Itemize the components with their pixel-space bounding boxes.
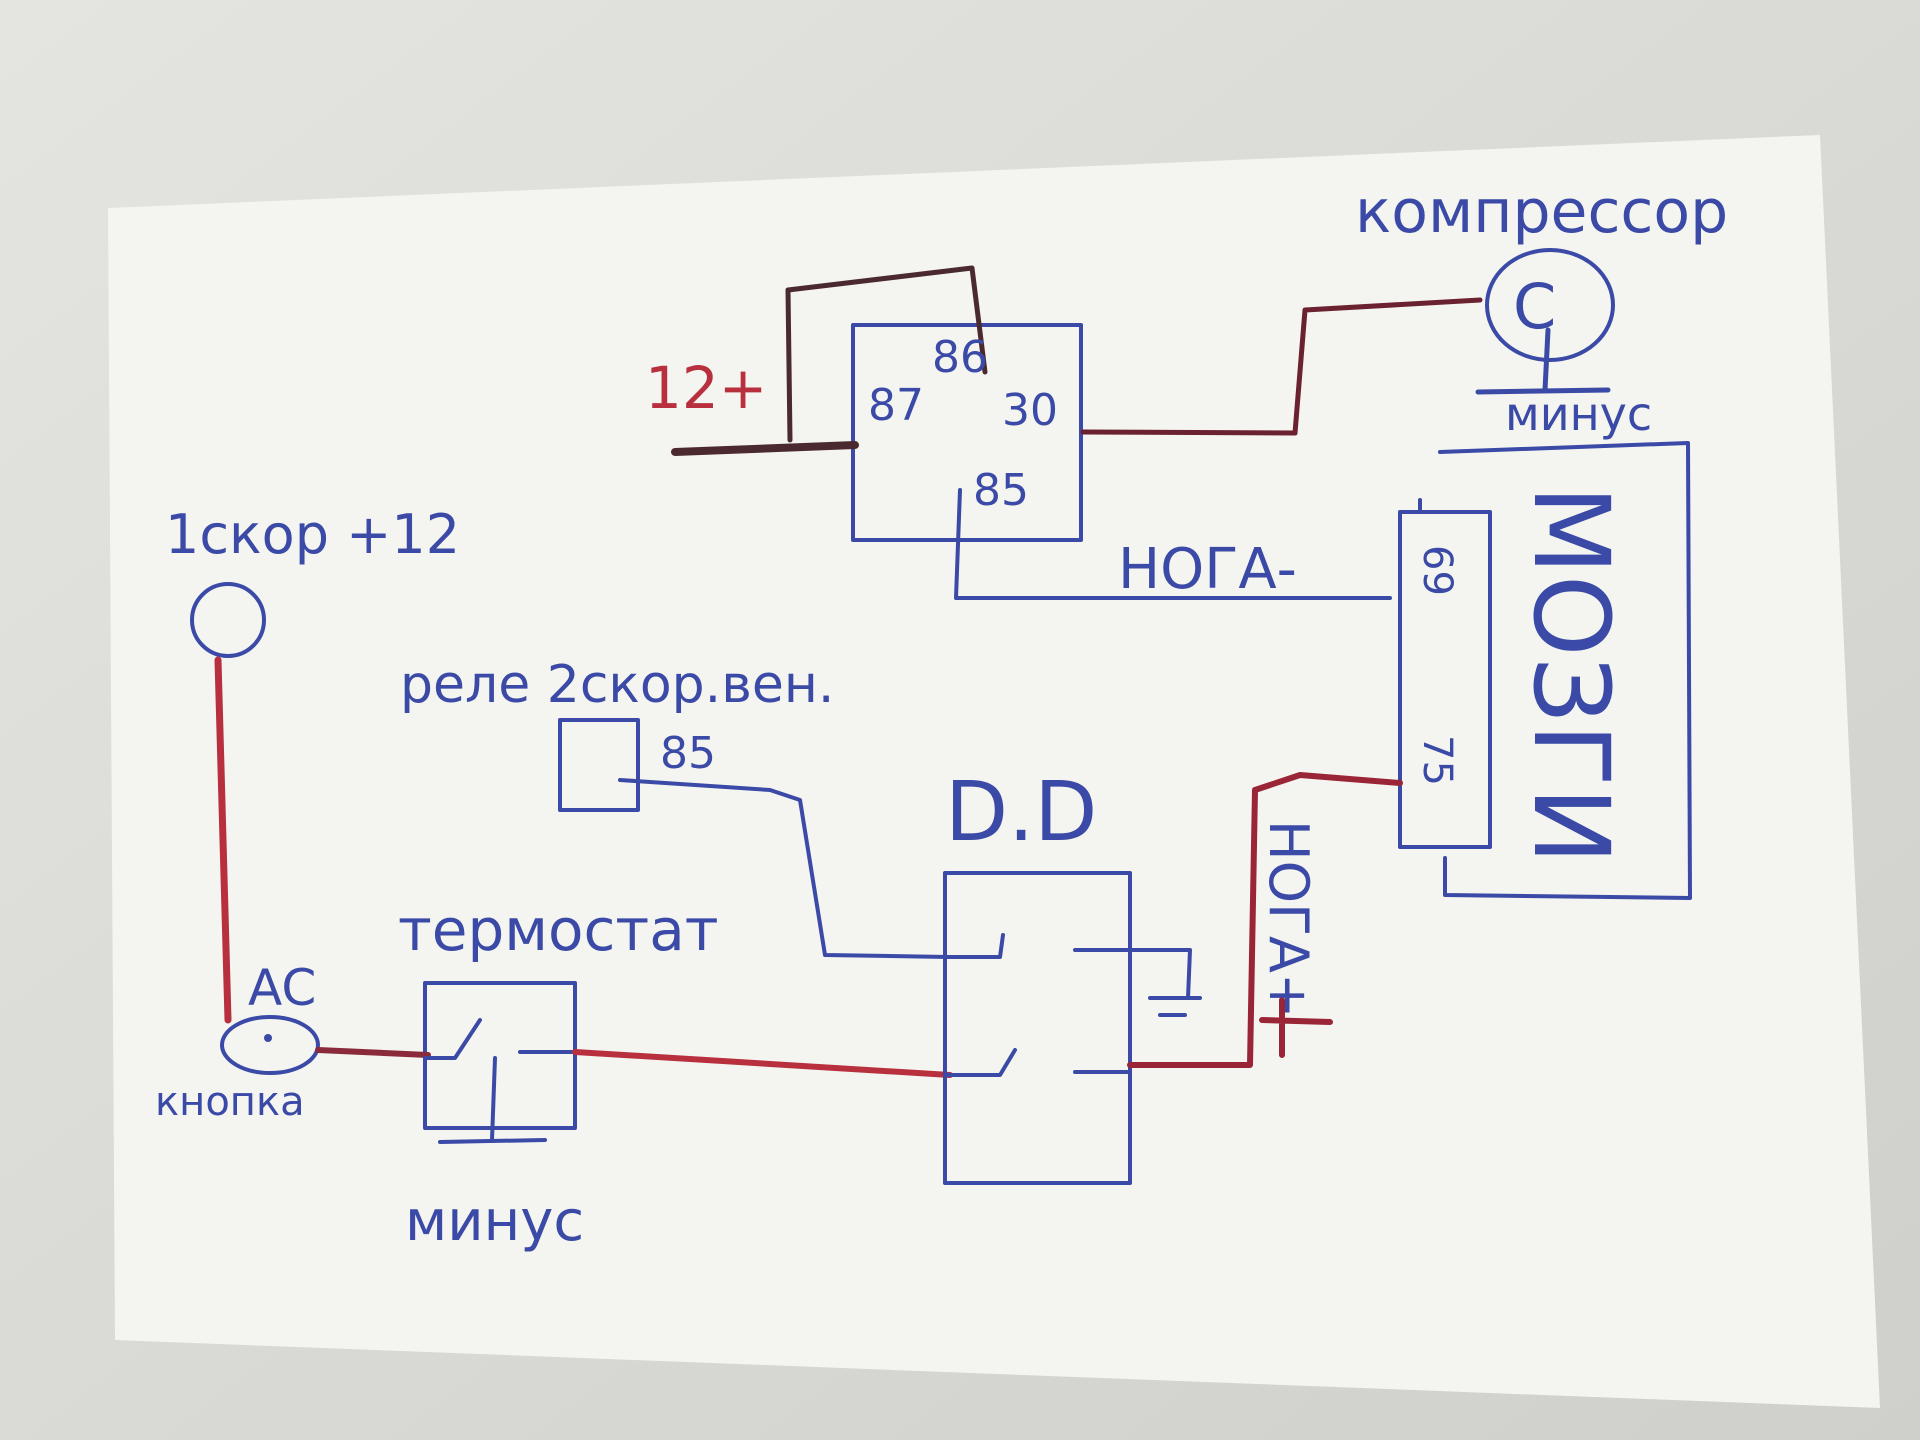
label-12v: 12+: [645, 354, 767, 422]
label-noga-plus: НОГА+: [1257, 820, 1320, 1018]
fan-speed1-terminal-icon: [190, 582, 266, 658]
wire-dd-to-ecu-75: [1127, 772, 1403, 1068]
label-relay-pin-87: 87: [868, 380, 924, 431]
label-knopka: кнопка: [155, 1079, 305, 1125]
ac-button-icon: [220, 1015, 320, 1075]
label-relay-pin-30: 30: [1002, 385, 1058, 436]
label-ecu-name: МОЗГИ: [1510, 485, 1632, 865]
wire-loop-87-86: [785, 265, 988, 443]
label-dd: D.D: [945, 765, 1097, 860]
pressure-switch-contact-upper-icon: [943, 933, 1132, 959]
ecu-connector: [1398, 510, 1492, 849]
label-relay-pin-86: 86: [932, 332, 988, 383]
label-thermostat: термостат: [398, 896, 719, 964]
relay2-box: [558, 718, 640, 812]
label-ac: AC: [248, 959, 316, 1017]
ac-button-dot-icon: [264, 1034, 272, 1042]
label-compressor-symbol: C: [1513, 270, 1556, 343]
label-minus-top: минус: [1505, 387, 1652, 441]
label-speed1-plus12: 1скор +12: [165, 503, 460, 566]
label-kompressor: компрессор: [1355, 177, 1728, 247]
pressure-switch-box: [943, 871, 1132, 1185]
label-relay2-speed: реле 2скор.вен.: [400, 655, 834, 715]
wire-thermostat-to-dd: [572, 1049, 953, 1078]
paper-card: [108, 135, 1880, 1408]
label-minus-bottom: минус: [405, 1189, 584, 1254]
thermostat-ground-icon: [438, 1138, 547, 1144]
label-ecu-pin-75: 75: [1414, 735, 1460, 786]
pressure-switch-ground-icon: [1128, 948, 1202, 1017]
pressure-switch-contact-lower-icon: [943, 1048, 1132, 1077]
thermostat-switch-icon: [423, 1018, 577, 1142]
wire-85-to-ecu: [954, 488, 1392, 600]
wire-ac-to-thermostat: [315, 1047, 431, 1058]
compressor-icon: [1485, 248, 1615, 362]
label-relay2-pin-85: 85: [660, 728, 716, 779]
wire-30-to-compressor: [1080, 297, 1483, 436]
wire-12v-feed: [671, 441, 859, 456]
wire-relay2-85-to-dd: [618, 778, 950, 959]
label-noga-minus: НОГА-: [1118, 537, 1297, 602]
wire-plus-mark-icon: [1259, 997, 1333, 1058]
ecu-outline: [1438, 441, 1692, 900]
label-ecu-pin-69: 69: [1414, 545, 1460, 596]
compressor-ground-icon: [1475, 327, 1611, 395]
wire-speed1-to-ac: [214, 656, 232, 1024]
label-relay-pin-85: 85: [973, 465, 1029, 516]
